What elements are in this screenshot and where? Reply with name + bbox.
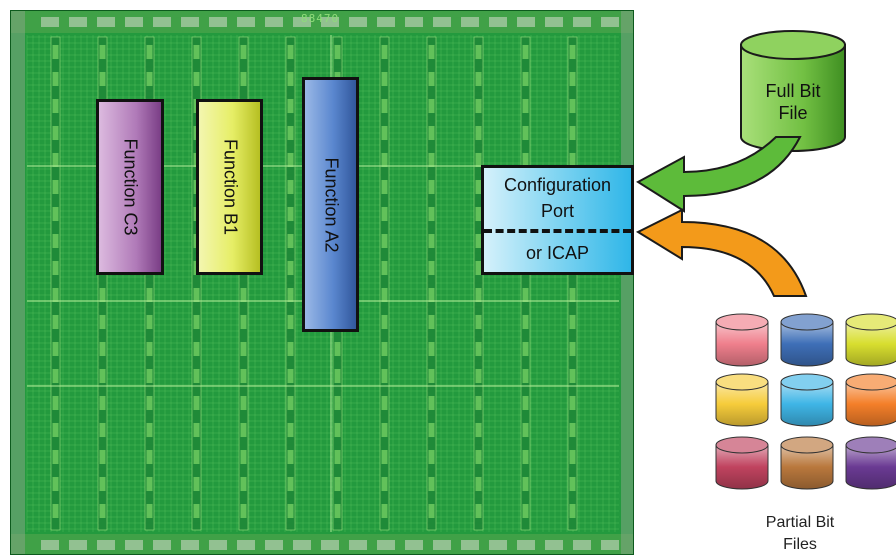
partial-bit-file-cylinder — [845, 313, 896, 367]
partial-bit-files-line1: Partial Bit — [765, 514, 835, 531]
partial-bit-file-cylinder — [715, 373, 769, 427]
configuration-port-box: Configuration Port or ICAP — [481, 165, 634, 275]
resource-column — [285, 36, 296, 531]
full-bit-file-line1: Full Bit — [765, 81, 821, 101]
config-port-line2: Port — [540, 201, 574, 221]
full-bit-file-line2: File — [778, 103, 808, 123]
full-bit-file-label: Full Bit File — [741, 80, 845, 124]
partial-bit-file-cylinder — [845, 436, 896, 490]
function-b1-block: Function B1 — [196, 99, 263, 275]
partial-bit-file-cylinder — [780, 436, 834, 490]
partial-bit-files-label: Partial Bit Files — [700, 512, 896, 556]
function-a2-block: Function A2 — [302, 77, 359, 332]
partial-bit-files-grid — [715, 313, 896, 490]
function-c3-block: Function C3 — [96, 99, 164, 275]
partial-bit-files-arrow — [635, 208, 808, 297]
resource-column — [520, 36, 531, 531]
resource-column — [238, 36, 249, 531]
io-band-left — [11, 11, 25, 554]
resource-column — [97, 36, 108, 531]
resource-column — [473, 36, 484, 531]
resource-column — [567, 36, 578, 531]
partial-bit-file-cylinder — [780, 313, 834, 367]
partial-bit-file-cylinder — [715, 436, 769, 490]
config-divider — [484, 229, 631, 233]
config-port-line3: or ICAP — [525, 243, 590, 263]
resource-column — [144, 36, 155, 531]
resource-column — [50, 36, 61, 531]
partial-bit-file-cylinder — [715, 313, 769, 367]
config-port-line1: Configuration — [503, 175, 612, 195]
die-label: 88470 — [301, 12, 340, 25]
partial-bit-file-cylinder — [780, 373, 834, 427]
partial-bit-file-cylinder — [845, 373, 896, 427]
io-band-right — [621, 11, 633, 554]
full-bit-file-cylinder — [740, 30, 846, 152]
resource-column — [191, 36, 202, 531]
resource-column — [426, 36, 437, 531]
partial-bit-files-line2: Files — [783, 536, 817, 553]
resource-column — [379, 36, 390, 531]
full-bit-file-arrow — [636, 136, 802, 213]
